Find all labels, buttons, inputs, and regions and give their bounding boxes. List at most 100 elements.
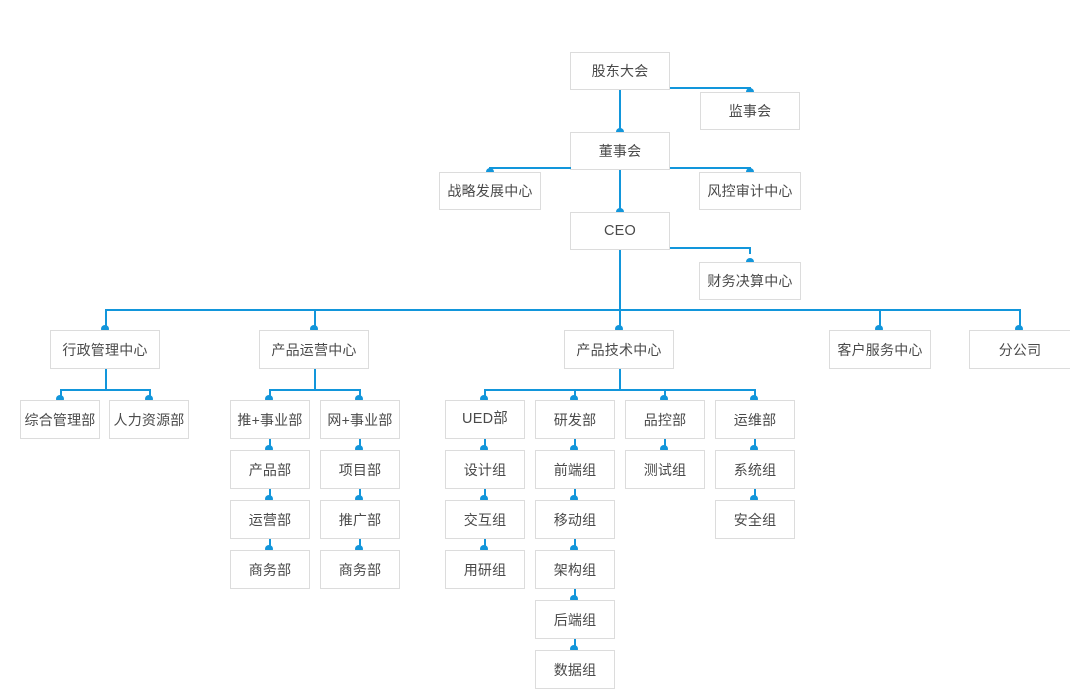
node-interaction-group[interactable]: 交互组 [445,500,525,539]
node-customer-service-center[interactable]: 客户服务中心 [829,330,931,369]
node-backend-group[interactable]: 后端组 [535,600,615,639]
dot-product-operation-center [310,325,318,333]
connector-board-to-ceo [619,170,621,212]
node-test-group[interactable]: 测试组 [625,450,705,489]
node-strategy-development-center[interactable]: 战略发展中心 [439,172,541,210]
connector-bus-drop-admin [105,309,107,331]
dot-test-group [660,445,668,453]
connector-technology-stem [619,369,621,390]
dot-user-research-group [480,545,488,553]
connector-architecture-to-backend [574,589,576,599]
dot-qa-dept [660,395,668,403]
connector-wang-to-project [359,439,361,449]
node-admin-management-center[interactable]: 行政管理中心 [50,330,160,369]
node-user-research-group[interactable]: 用研组 [445,550,525,589]
node-product-operation-center[interactable]: 产品运营中心 [259,330,369,369]
dot-project-dept [355,445,363,453]
connector-technology-drop-rd [574,389,576,399]
connector-admin-stem [105,369,107,390]
node-tui-plus-division[interactable]: 推+事业部 [230,400,310,439]
node-supervisory-board[interactable]: 监事会 [700,92,800,130]
node-project-dept[interactable]: 项目部 [320,450,400,489]
node-qa-dept[interactable]: 品控部 [625,400,705,439]
connector-bus-drop-technology [619,309,621,331]
dot-architecture-group [570,545,578,553]
node-ued-dept[interactable]: UED部 [445,400,525,439]
node-product-dept[interactable]: 产品部 [230,450,310,489]
connector-system-to-security [754,489,756,499]
connector-technology-drop-qa [664,389,666,399]
connector-board-to-risk-audit [670,167,750,169]
node-frontend-group[interactable]: 前端组 [535,450,615,489]
connector-shareholders-to-supervisory [670,87,750,89]
connector-mobile-to-architecture [574,539,576,549]
connector-technology-drop-ued [484,389,486,399]
dot-system-group [750,445,758,453]
connector-ceo-to-finance [670,247,750,249]
connector-shareholders-to-board [619,90,621,132]
dot-interaction-group [480,495,488,503]
connector-bus-drop-operation [314,309,316,331]
node-mobile-group[interactable]: 移动组 [535,500,615,539]
dot-frontend-group [570,445,578,453]
connector-operation-drop-wang [359,389,361,399]
dot-wang-plus-division [355,395,363,403]
node-rd-dept[interactable]: 研发部 [535,400,615,439]
node-operation-dept[interactable]: 运营部 [230,500,310,539]
node-business-dept-b[interactable]: 商务部 [320,550,400,589]
node-design-group[interactable]: 设计组 [445,450,525,489]
connector-rd-to-frontend [574,439,576,449]
connector-backend-to-data [574,639,576,649]
dot-admin-management-center [101,325,109,333]
dot-ops-dept [750,395,758,403]
connector-interaction-to-user-research [484,539,486,549]
dot-business-dept-b [355,545,363,553]
dot-tui-plus-division [265,395,273,403]
dot-business-dept-a [265,545,273,553]
connector-operation-spread [269,389,359,391]
dot-operation-dept [265,495,273,503]
node-human-resources-dept[interactable]: 人力资源部 [109,400,189,439]
connector-bus-drop-customer-service [879,309,881,331]
node-risk-audit-center[interactable]: 风控审计中心 [699,172,801,210]
connector-product-to-operation [269,489,271,499]
dot-mobile-group [570,495,578,503]
connector-project-to-promotion [359,489,361,499]
node-promotion-dept[interactable]: 推广部 [320,500,400,539]
connector-technology-drop-ops [754,389,756,399]
connector-finance-drop [749,247,751,254]
node-system-group[interactable]: 系统组 [715,450,795,489]
connector-ceo-to-bus [619,250,621,310]
node-board-of-directors[interactable]: 董事会 [570,132,670,170]
connector-board-to-strategy [489,167,571,169]
connector-ops-to-system [754,439,756,449]
node-architecture-group[interactable]: 架构组 [535,550,615,589]
connector-technology-spread [484,389,754,391]
connector-operation-to-business-a [269,539,271,549]
connector-frontend-to-mobile [574,489,576,499]
dot-rd-dept [570,395,578,403]
node-wang-plus-division[interactable]: 网+事业部 [320,400,400,439]
connector-bus-drop-branch [1019,309,1021,331]
dot-general-management-dept [56,395,64,403]
dot-customer-service-center [875,325,883,333]
node-product-technology-center[interactable]: 产品技术中心 [564,330,674,369]
connector-operation-drop-tui [269,389,271,399]
connector-qa-to-test [664,439,666,449]
node-security-group[interactable]: 安全组 [715,500,795,539]
node-ops-dept[interactable]: 运维部 [715,400,795,439]
node-general-management-dept[interactable]: 综合管理部 [20,400,100,439]
node-data-group[interactable]: 数据组 [535,650,615,689]
dot-promotion-dept [355,495,363,503]
node-ceo[interactable]: CEO [570,212,670,250]
connector-main-bus [105,309,1020,311]
connector-admin-drop-general [60,389,62,399]
node-shareholders-meeting[interactable]: 股东大会 [570,52,670,90]
node-business-dept-a[interactable]: 商务部 [230,550,310,589]
connector-promotion-to-business-b [359,539,361,549]
dot-data-group [570,645,578,653]
node-finance-settlement-center[interactable]: 财务决算中心 [699,262,801,300]
dot-product-dept [265,445,273,453]
node-branch-company[interactable]: 分公司 [969,330,1070,369]
